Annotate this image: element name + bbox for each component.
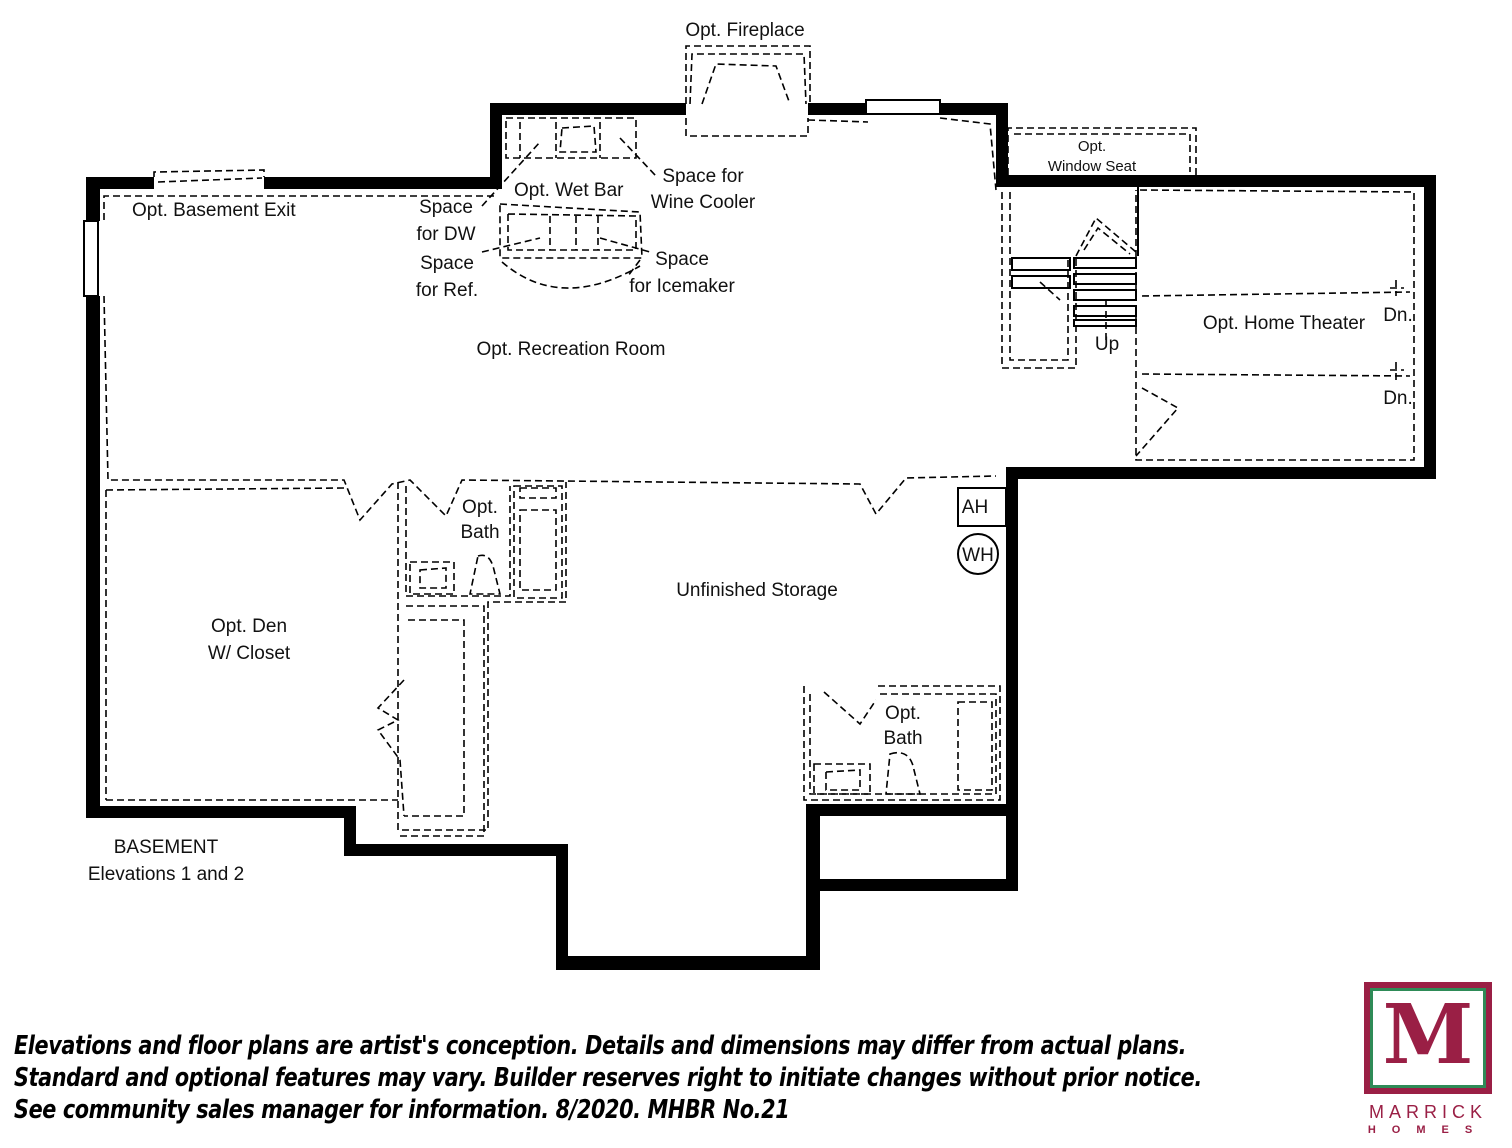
label-window-seat-2: Window Seat [1048, 158, 1137, 175]
label-wine-2: Wine Cooler [651, 192, 756, 213]
logo-wordmark: MARRICK [1368, 1102, 1487, 1122]
label-wine-1: Space for [662, 166, 744, 187]
label-ah: AH [962, 497, 988, 518]
label-dw-1: Space [419, 197, 473, 218]
label-den-2: W/ Closet [208, 643, 291, 664]
label-ice-1: Space [655, 249, 709, 270]
label-dw-2: for DW [416, 224, 475, 245]
label-home-theater: Opt. Home Theater [1203, 313, 1366, 334]
disclaimer-line-1: Elevations and floor plans are artist's … [14, 1031, 1187, 1061]
marrick-logo: M [1364, 982, 1492, 1094]
label-bath1-1: Opt. [462, 497, 498, 518]
label-fireplace: Opt. Fireplace [685, 20, 804, 41]
logo-subtitle: HOMES [1367, 1124, 1489, 1136]
label-bath2-1: Opt. [885, 703, 921, 724]
label-bath1-2: Bath [460, 522, 499, 543]
label-dn-2: Dn. [1383, 388, 1413, 409]
label-ref-2: for Ref. [416, 280, 478, 301]
label-ref-1: Space [420, 253, 474, 274]
label-storage: Unfinished Storage [676, 580, 838, 601]
label-window-seat-1: Opt. [1078, 138, 1106, 155]
label-dn-1: Dn. [1383, 305, 1413, 326]
exterior-walls [83, 99, 1436, 970]
disclaimer-line-3: See community sales manager for informat… [14, 1095, 790, 1125]
label-bath2-2: Bath [883, 728, 922, 749]
plan-label-line2: Elevations 1 and 2 [88, 864, 244, 885]
disclaimer-line-2: Standard and optional features may vary.… [14, 1063, 1202, 1093]
label-up: Up [1095, 334, 1119, 355]
label-basement-exit: Opt. Basement Exit [132, 200, 296, 221]
label-ice-2: for Icemaker [629, 276, 735, 297]
room-labels: Opt. Fireplace Opt. Window Seat Opt. Bas… [88, 20, 1413, 885]
stairs [1011, 257, 1137, 327]
optional-features [103, 45, 1415, 837]
label-wh: WH [962, 545, 994, 566]
disclaimer: Elevations and floor plans are artist's … [14, 1030, 1202, 1126]
plan-label-line1: BASEMENT [114, 837, 219, 858]
label-recreation: Opt. Recreation Room [476, 339, 665, 360]
logo-letter: M [1382, 987, 1474, 1083]
logo-frame: M [1370, 987, 1486, 1088]
label-den-1: Opt. Den [211, 616, 287, 637]
label-wet-bar: Opt. Wet Bar [514, 180, 624, 201]
